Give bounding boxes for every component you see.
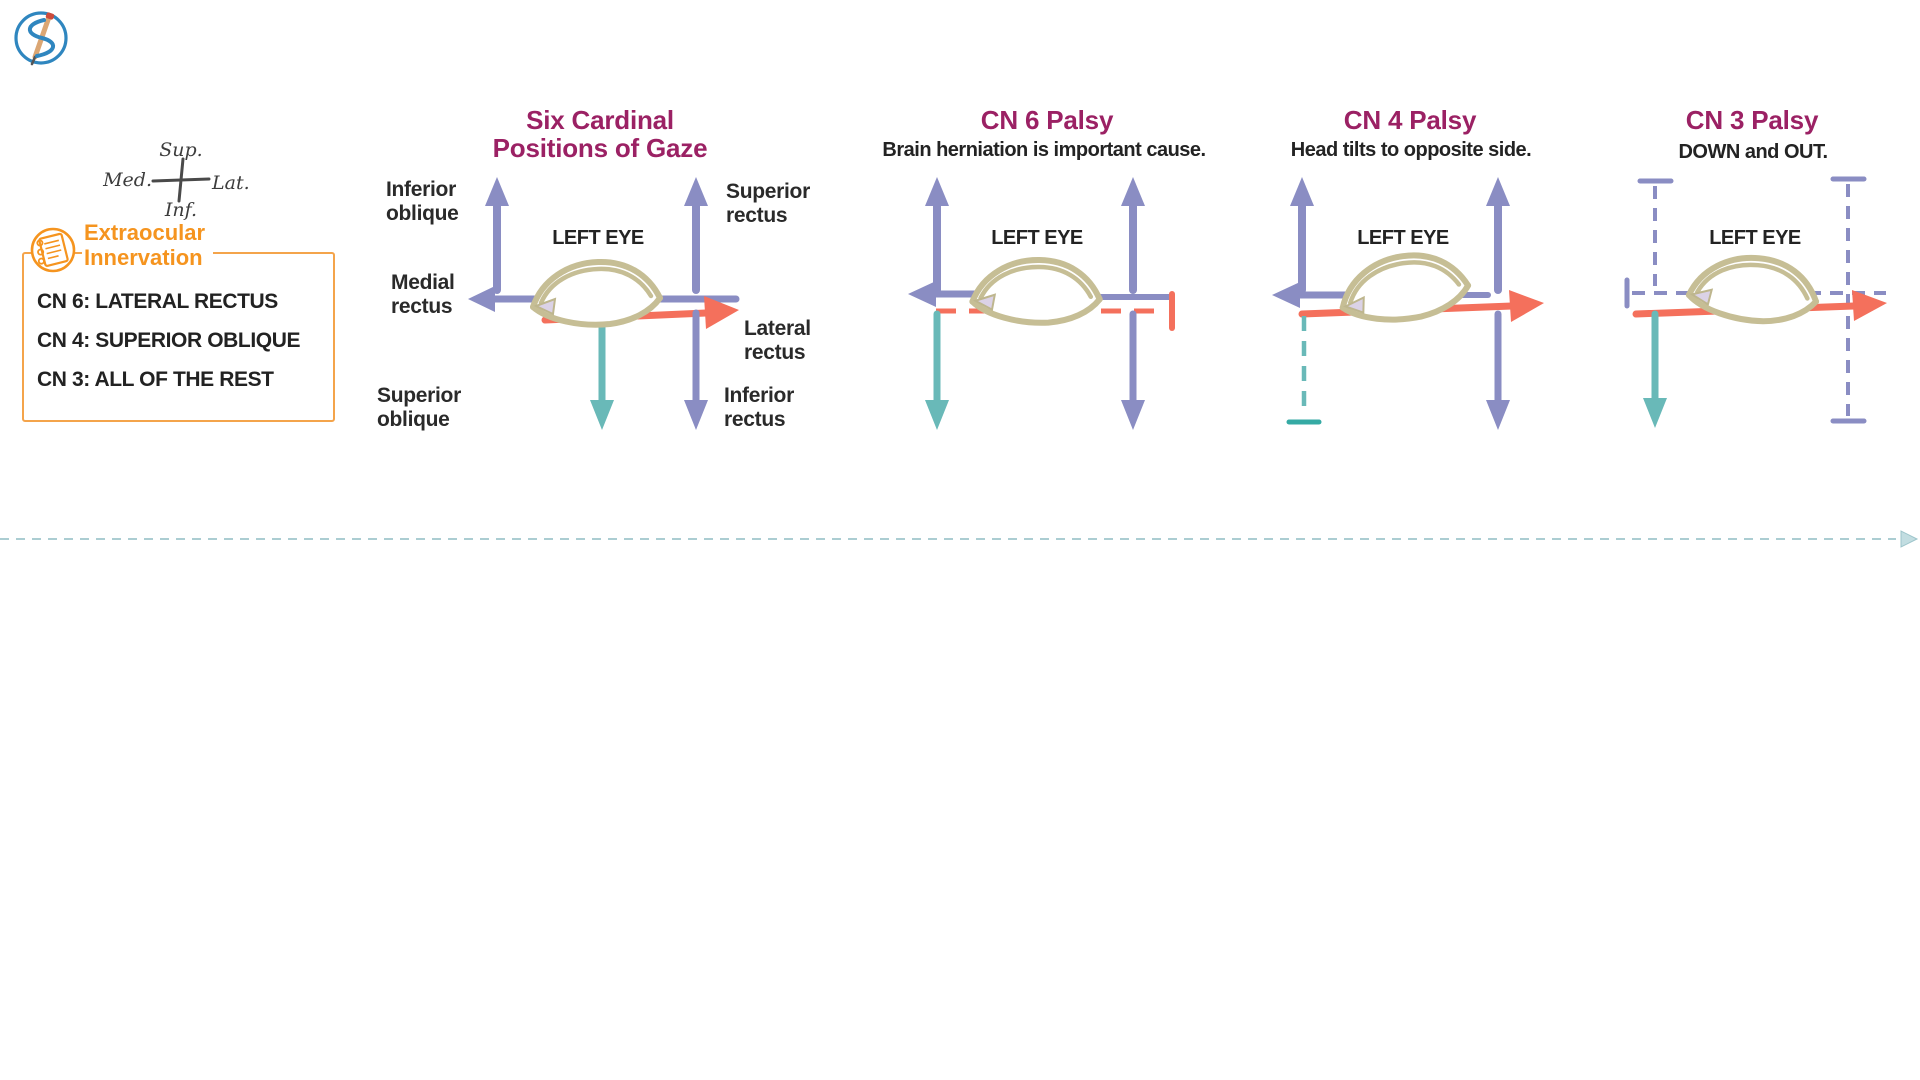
compass-inferior-label: Inf. bbox=[164, 199, 198, 221]
legend-item-cn3: CN 3: ALL OF THE REST bbox=[37, 368, 274, 391]
compass-medial-label: Med. bbox=[103, 169, 152, 191]
six-cardinal-diagram bbox=[468, 177, 740, 430]
cn3-palsy-subtitle: DOWN and OUT. bbox=[1678, 141, 1828, 163]
cn3-palsy-title: CN 3 Palsy bbox=[1685, 105, 1819, 135]
up-arrow-icon bbox=[1121, 177, 1145, 294]
inferior-rectus-arrow-icon bbox=[684, 309, 708, 430]
superior-oblique-arrow-icon bbox=[1643, 310, 1667, 428]
eye-illustration-down-and-out bbox=[1687, 250, 1821, 328]
inferior-oblique-arrow-icon bbox=[485, 177, 509, 294]
compass-lateral-label: Lat. bbox=[212, 172, 250, 194]
legend-title: Extraocular Innervation bbox=[82, 220, 214, 272]
superior-rectus-arrow-icon bbox=[684, 177, 708, 294]
down-arrow-icon bbox=[1121, 310, 1145, 430]
inferior-oblique-label: Inferior oblique bbox=[386, 178, 459, 225]
cn6-palsy-diagram bbox=[908, 177, 1175, 430]
section-separator-line bbox=[0, 530, 1919, 548]
paralyzed-vertical-dashed-right bbox=[1830, 176, 1867, 424]
up-arrow-icon bbox=[925, 177, 949, 294]
cn4-eye-label: LEFT EYE bbox=[1357, 227, 1449, 249]
superior-rectus-label: Superior rectus bbox=[726, 180, 810, 227]
up-arrow-icon bbox=[1486, 177, 1510, 294]
cn6-palsy-subtitle: Brain herniation is important cause. bbox=[882, 139, 1206, 161]
separator-end-triangle-icon bbox=[1900, 530, 1919, 548]
eye-illustration-extorted bbox=[1338, 250, 1471, 326]
pencil-snake-logo-icon bbox=[14, 11, 68, 66]
eye-illustration bbox=[533, 262, 660, 325]
paralyzed-vertical-dashed-left bbox=[1637, 178, 1674, 286]
lateral-rectus-label: Lateral rectus bbox=[744, 317, 811, 364]
inferior-rectus-label: Inferior rectus bbox=[724, 384, 794, 431]
paralyzed-medial-dashed-line bbox=[1624, 277, 1886, 309]
legend-item-cn6: CN 6: LATERAL RECTUS bbox=[37, 290, 278, 313]
eye-illustration-adducted bbox=[971, 257, 1101, 327]
cn6-eye-label: LEFT EYE bbox=[991, 227, 1083, 249]
medial-rectus-label: Medial rectus bbox=[391, 271, 455, 318]
medial-rectus-arrow-icon bbox=[1272, 282, 1349, 308]
notepad-icon bbox=[30, 227, 76, 273]
cn4-palsy-diagram bbox=[1272, 177, 1544, 430]
cn3-palsy-diagram bbox=[1624, 176, 1887, 428]
cn6-palsy-title: CN 6 Palsy bbox=[980, 105, 1114, 135]
legend-item-cn4: CN 4: SUPERIOR OBLIQUE bbox=[37, 329, 301, 352]
six-cardinal-title: Six Cardinal Positions of Gaze bbox=[492, 105, 708, 163]
compass-cross-icon bbox=[151, 157, 211, 203]
cn4-palsy-title: CN 4 Palsy bbox=[1343, 105, 1477, 135]
down-arrow-icon bbox=[1486, 310, 1510, 430]
superior-oblique-label: Superior oblique bbox=[377, 384, 461, 431]
six-cardinal-eye-label: LEFT EYE bbox=[552, 227, 644, 249]
cn3-eye-label: LEFT EYE bbox=[1709, 227, 1801, 249]
down-arrow-teal-icon bbox=[925, 310, 949, 430]
up-arrow-icon bbox=[1290, 177, 1314, 294]
cn4-palsy-subtitle: Head tilts to opposite side. bbox=[1290, 139, 1532, 161]
compass-superior-label: Sup. bbox=[159, 139, 203, 161]
superior-oblique-arrow-icon bbox=[590, 309, 614, 430]
